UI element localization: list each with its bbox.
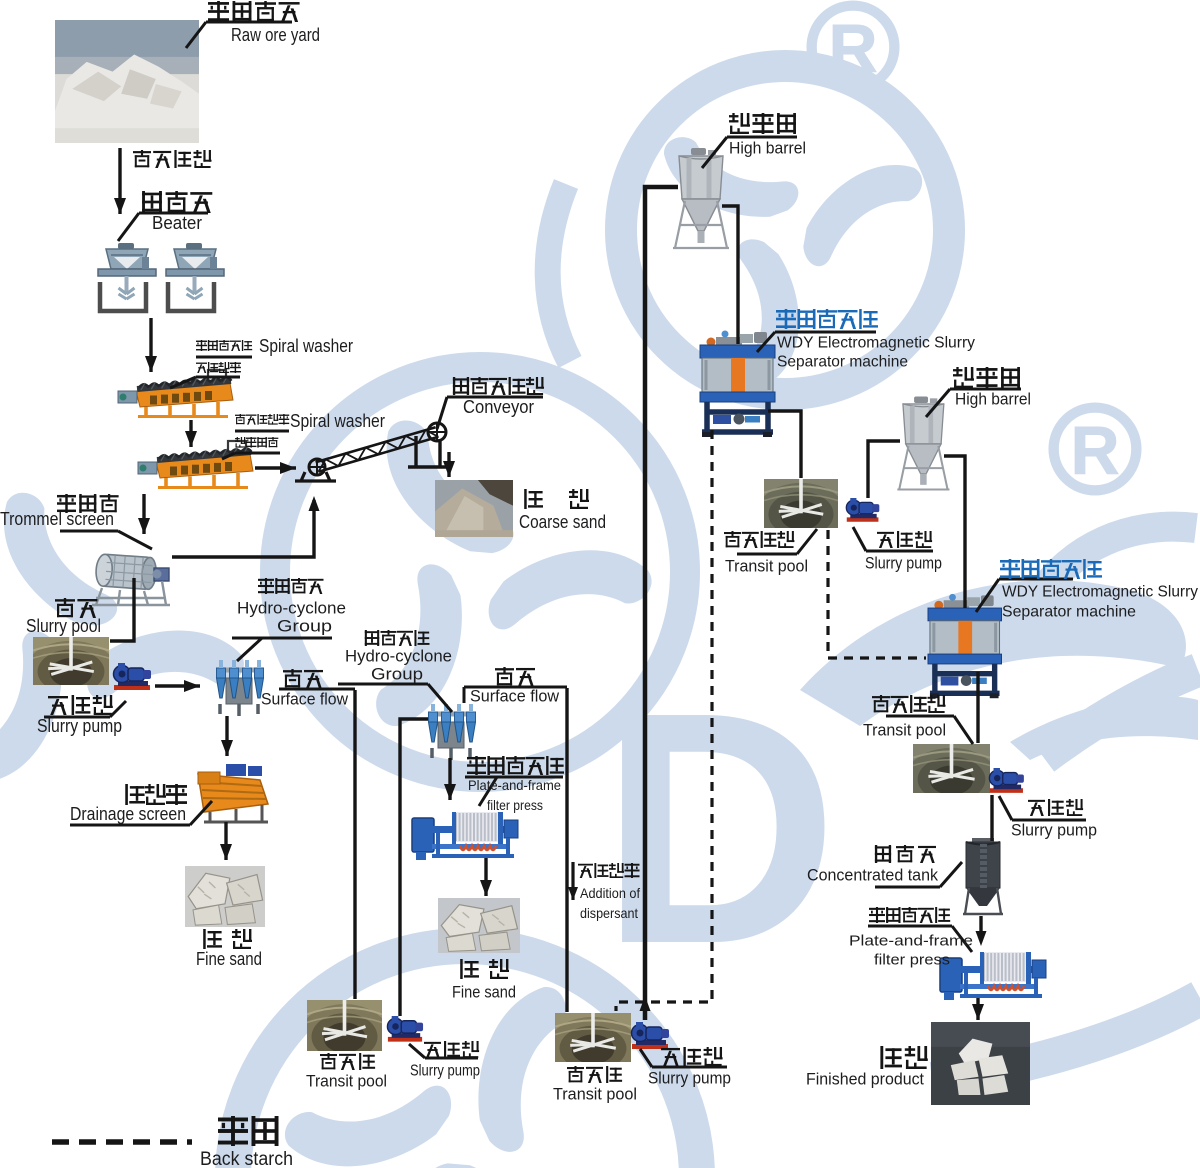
svg-text:Separator machine: Separator machine bbox=[1002, 604, 1136, 621]
svg-text:Slurry pump: Slurry pump bbox=[648, 1068, 731, 1087]
svg-text:Group: Group bbox=[371, 664, 423, 683]
svg-text:WDY Electromagnetic Slurry: WDY Electromagnetic Slurry bbox=[777, 335, 975, 352]
svg-text:Fine sand: Fine sand bbox=[196, 949, 262, 969]
svg-text:Surface flow: Surface flow bbox=[470, 686, 560, 705]
svg-text:Hydro-cyclone: Hydro-cyclone bbox=[237, 598, 346, 617]
svg-text:Spiral washer: Spiral washer bbox=[259, 336, 353, 356]
svg-text:Back starch: Back starch bbox=[200, 1149, 293, 1168]
svg-text:Slurry pump: Slurry pump bbox=[410, 1063, 480, 1080]
svg-text:Trommel screen: Trommel screen bbox=[0, 509, 114, 529]
svg-text:Surface flow: Surface flow bbox=[261, 689, 349, 708]
svg-text:Plate-and-frame: Plate-and-frame bbox=[849, 933, 973, 950]
svg-text:Spiral washer: Spiral washer bbox=[290, 411, 385, 431]
svg-text:Hydro-cyclone: Hydro-cyclone bbox=[345, 646, 452, 665]
svg-text:Beater: Beater bbox=[152, 213, 202, 233]
svg-text:Transit pool: Transit pool bbox=[553, 1084, 637, 1103]
svg-text:Fine sand: Fine sand bbox=[452, 982, 516, 1001]
svg-text:High barrel: High barrel bbox=[955, 389, 1031, 408]
svg-text:Slurry pump: Slurry pump bbox=[1011, 820, 1097, 839]
svg-text:Conveyor: Conveyor bbox=[463, 397, 534, 417]
svg-text:WDY Electromagnetic Slurry: WDY Electromagnetic Slurry bbox=[1002, 584, 1198, 601]
svg-text:Transit pool: Transit pool bbox=[863, 720, 946, 739]
svg-text:Concentrated tank: Concentrated tank bbox=[807, 865, 938, 884]
svg-text:filter press: filter press bbox=[874, 952, 950, 969]
svg-text:Separator machine: Separator machine bbox=[777, 354, 908, 371]
svg-text:Group: Group bbox=[277, 616, 332, 635]
svg-text:Slurry pump: Slurry pump bbox=[37, 716, 122, 736]
svg-text:Drainage screen: Drainage screen bbox=[70, 804, 186, 824]
svg-text:Finished product: Finished product bbox=[806, 1069, 924, 1088]
svg-text:Transit pool: Transit pool bbox=[725, 556, 808, 575]
svg-text:filter press: filter press bbox=[487, 797, 543, 813]
svg-text:Coarse sand: Coarse sand bbox=[519, 512, 606, 532]
svg-text:Addition of: Addition of bbox=[580, 885, 640, 901]
svg-text:dispersant: dispersant bbox=[580, 905, 638, 921]
svg-text:High barrel: High barrel bbox=[729, 138, 806, 157]
svg-text:Slurry pump: Slurry pump bbox=[865, 553, 942, 572]
svg-text:Slurry pool: Slurry pool bbox=[26, 616, 101, 636]
svg-text:Transit pool: Transit pool bbox=[306, 1071, 387, 1090]
svg-text:Plate-and-frame: Plate-and-frame bbox=[468, 777, 561, 793]
svg-text:D: D bbox=[600, 643, 838, 1012]
svg-text:Raw ore yard: Raw ore yard bbox=[231, 25, 320, 45]
